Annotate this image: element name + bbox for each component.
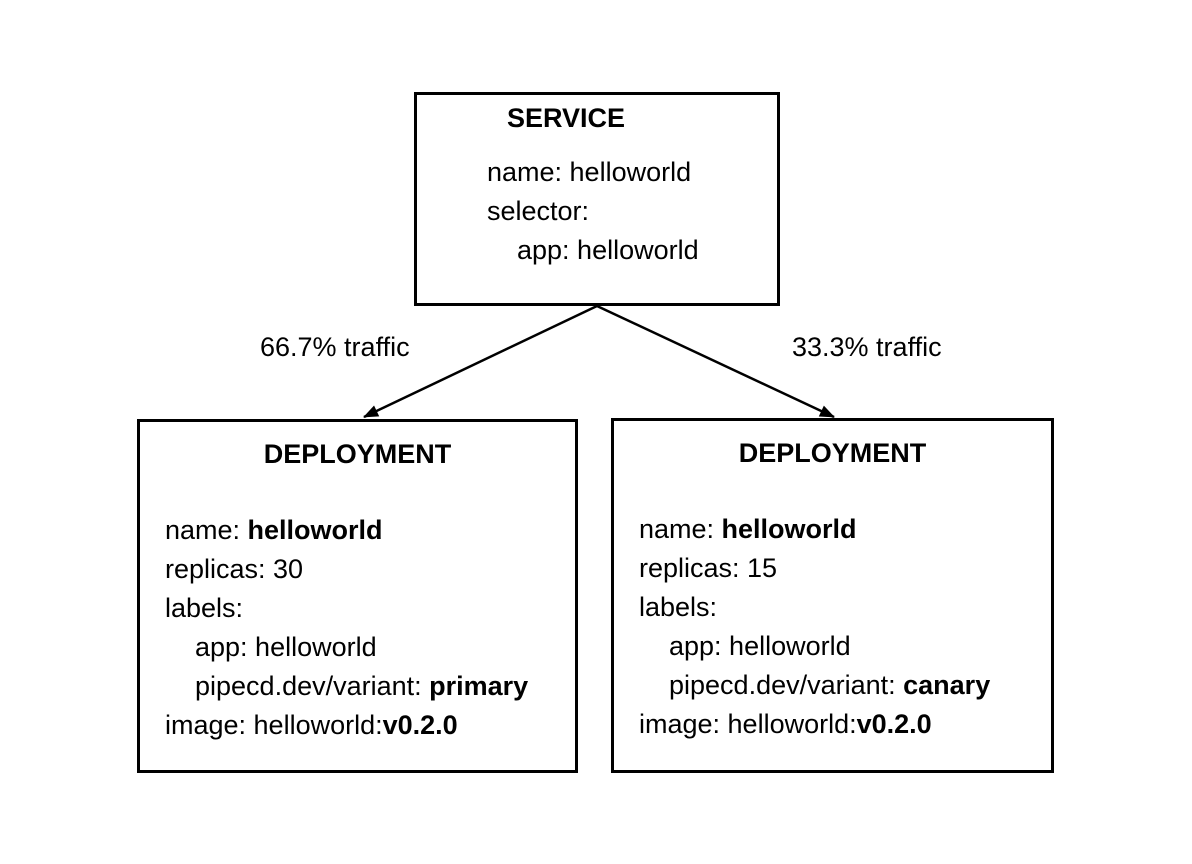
traffic-label-canary: 33.3% traffic <box>792 332 942 362</box>
deployment-primary-variant-label-line: pipecd.dev/variant: primary <box>195 671 529 701</box>
deployment-canary-title: DEPLOYMENT <box>738 438 927 468</box>
deployment-primary-labels-line: labels: <box>165 593 244 623</box>
deployment-canary-variant-label-line: pipecd.dev/variant: canary <box>669 670 991 700</box>
service-node-title: SERVICE <box>507 103 626 133</box>
deployment-primary-title: DEPLOYMENT <box>263 439 452 469</box>
deployment-primary-app-label-line: app: helloworld <box>195 632 377 662</box>
service-node: SERVICE name: helloworld selector: app: … <box>414 92 780 306</box>
deployment-canary-labels-line: labels: <box>639 592 718 622</box>
service-name-line: name: helloworld <box>487 157 692 187</box>
deployment-primary-name-line: name: helloworld <box>165 515 383 545</box>
deployment-primary-body: name: helloworld replicas: 30 labels: ap… <box>140 511 575 745</box>
deployment-canary-replicas-line: replicas: 15 <box>639 553 778 583</box>
deployment-primary-node: DEPLOYMENT name: helloworld replicas: 30… <box>137 419 578 773</box>
traffic-label-primary: 66.7% traffic <box>260 332 410 362</box>
deployment-canary-body: name: helloworld replicas: 15 labels: ap… <box>614 510 1051 744</box>
deployment-canary-node: DEPLOYMENT name: helloworld replicas: 15… <box>611 418 1054 773</box>
service-selector-app-line: app: helloworld <box>517 235 699 265</box>
service-selector-line: selector: <box>487 196 590 226</box>
deployment-canary-app-label-line: app: helloworld <box>669 631 851 661</box>
deployment-primary-replicas-line: replicas: 30 <box>165 554 304 584</box>
deployment-canary-name-line: name: helloworld <box>639 514 857 544</box>
service-node-body: name: helloworld selector: app: hellowor… <box>417 153 777 270</box>
deployment-primary-image-line: image: helloworld:v0.2.0 <box>165 710 458 740</box>
deployment-canary-image-line: image: helloworld:v0.2.0 <box>639 709 932 739</box>
